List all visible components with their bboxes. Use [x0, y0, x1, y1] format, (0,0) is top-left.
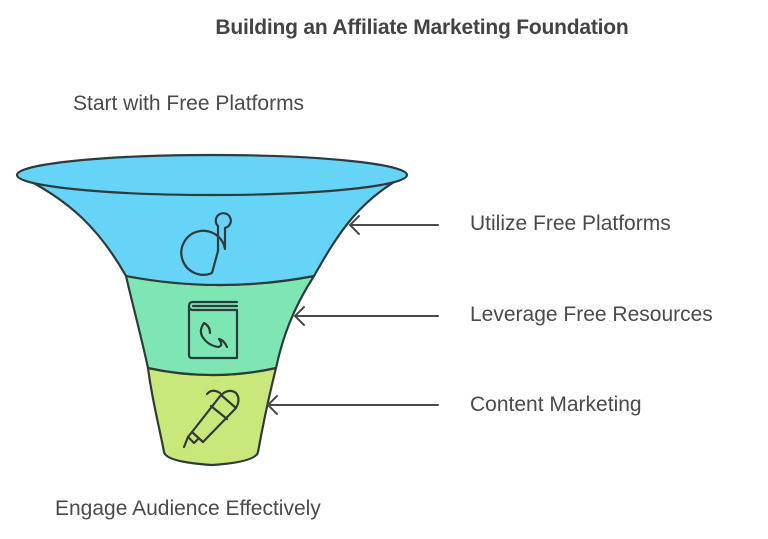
- arrow-leverage-free-resources: [293, 306, 439, 326]
- stage-label-leverage-free-resources: Leverage Free Resources: [470, 303, 713, 326]
- funnel-stage-free-platforms: [15, 153, 409, 287]
- funnel-bottom-label: Engage Audience Effectively: [55, 497, 321, 520]
- funnel-stage-content-marketing: [146, 366, 278, 467]
- address-book-icon: [187, 300, 239, 360]
- location-pin-icon: [180, 212, 232, 276]
- pen-icon: [182, 389, 240, 449]
- funnel-top-label: Start with Free Platforms: [73, 92, 305, 115]
- funnel-stage-leverage-resources: [124, 274, 316, 377]
- arrow-content-marketing: [266, 395, 439, 415]
- stage-label-utilize-free-platforms: Utilize Free Platforms: [470, 212, 671, 235]
- arrow-utilize-free-platforms: [348, 215, 439, 235]
- stage-label-content-marketing: Content Marketing: [470, 393, 642, 416]
- diagram-title: Building an Affiliate Marketing Foundati…: [215, 16, 629, 39]
